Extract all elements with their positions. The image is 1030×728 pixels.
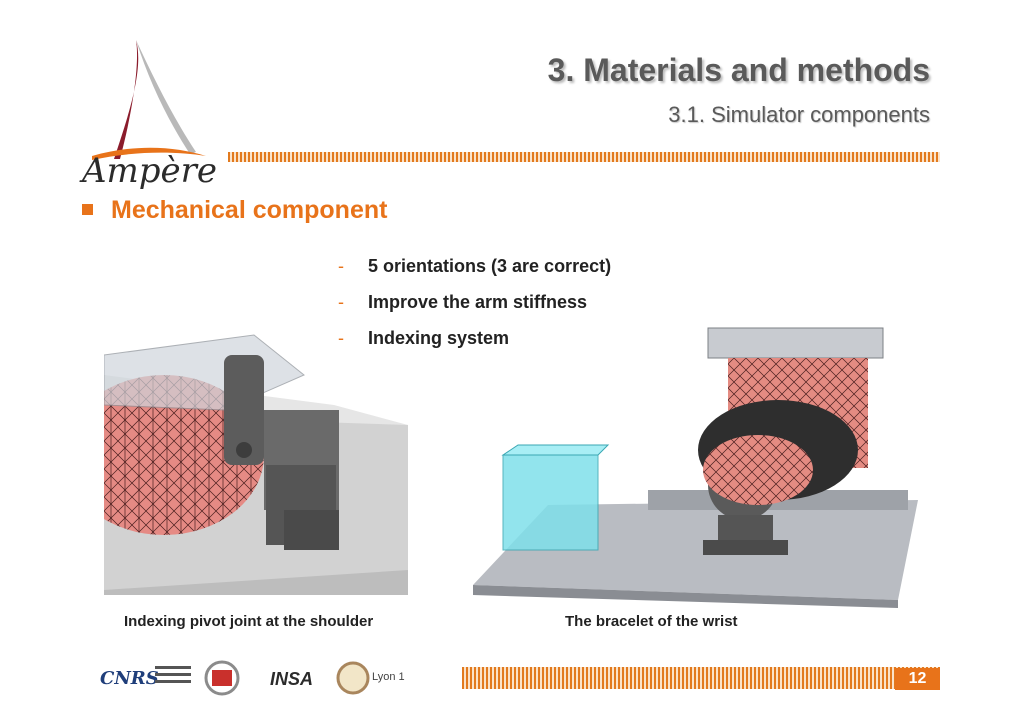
dash-bullet: - xyxy=(338,328,344,348)
caption-shoulder: Indexing pivot joint at the shoulder xyxy=(124,613,374,630)
wrist-bracelet-image xyxy=(473,327,918,608)
page-subtitle: 3.1. Simulator components xyxy=(668,102,930,127)
lyon-label: Lyon 1 xyxy=(372,671,405,683)
caption-wrist: The bracelet of the wrist xyxy=(565,613,738,630)
section-heading: Mechanical component xyxy=(82,196,387,225)
page-number: 12 xyxy=(895,668,940,690)
bullet-text: Indexing system xyxy=(368,328,510,348)
bullet-item: - Indexing system xyxy=(338,328,509,349)
cnrs-logo: CNRS xyxy=(100,668,159,689)
shoulder-pivot-image xyxy=(104,334,408,595)
bullet-item: - 5 orientations (3 are correct) xyxy=(338,256,611,277)
partner-logos: CNRS INSA xyxy=(100,660,370,696)
page-title: 3. Materials and methods xyxy=(547,52,930,88)
bullet-text: Improve the arm stiffness xyxy=(368,292,588,312)
square-bullet-icon xyxy=(82,203,93,215)
header-divider xyxy=(228,152,940,162)
dash-bullet: - xyxy=(338,256,344,276)
ampere-logo: Ampère xyxy=(79,40,217,191)
logo-text: Ampère xyxy=(79,151,217,191)
bullet-item: - Improve the arm stiffness xyxy=(338,292,587,313)
insa-logo: INSA xyxy=(270,669,313,689)
section-heading-text: Mechanical component xyxy=(111,196,388,224)
footer-divider xyxy=(462,667,940,689)
bullet-text: 5 orientations (3 are correct) xyxy=(368,256,612,276)
dash-bullet: - xyxy=(338,292,344,312)
